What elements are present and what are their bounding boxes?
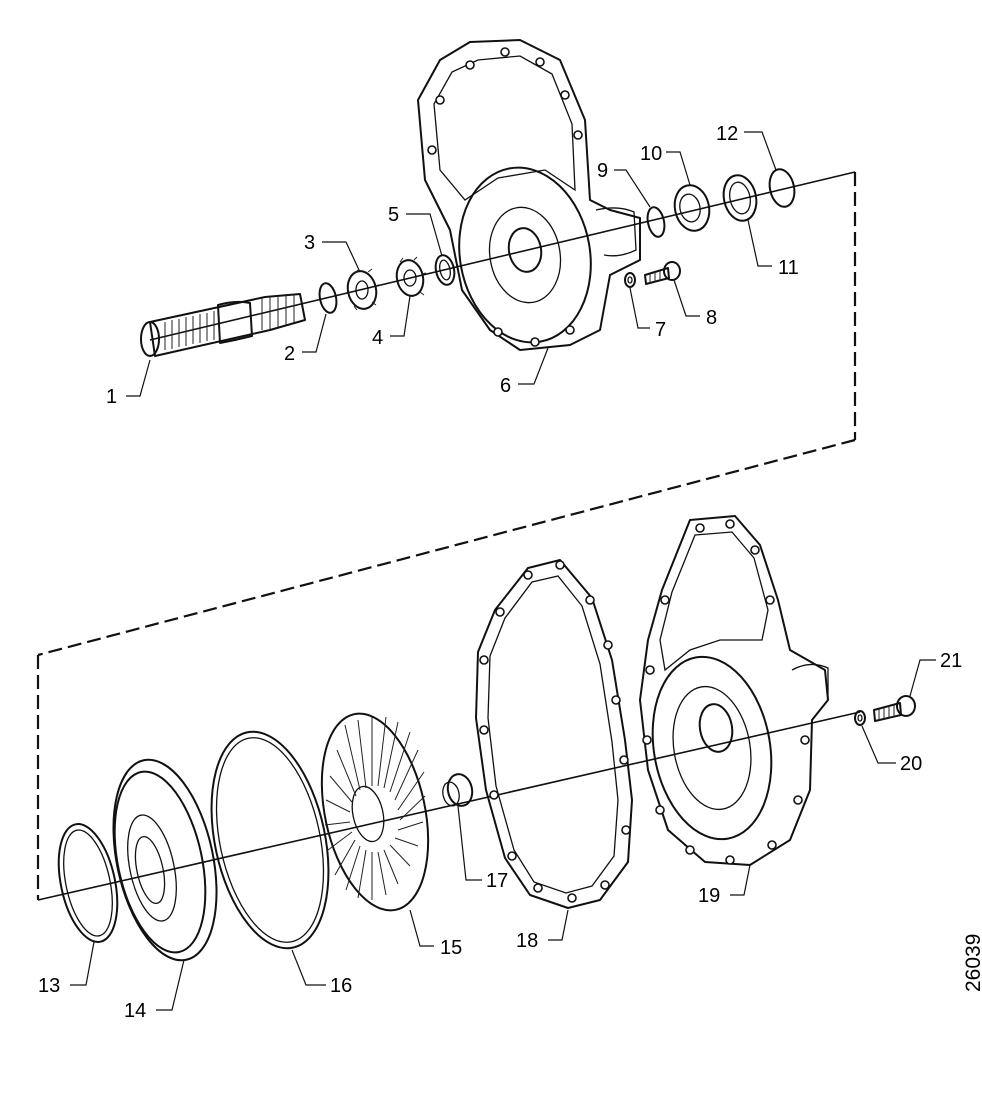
part-19-rear-cover (639, 515, 829, 866)
callout-12: 12 (716, 123, 738, 145)
part-8-bolt (644, 261, 681, 285)
callout-14: 14 (124, 1000, 146, 1022)
callout-17: 17 (486, 870, 508, 892)
part-14-clutch-plate (112, 758, 218, 962)
callout-21: 21 (940, 650, 962, 672)
part-18-gasket (475, 559, 633, 909)
callout-4: 4 (372, 327, 383, 349)
part-21-bolt (873, 695, 916, 722)
part-10-bearing (673, 184, 711, 232)
callout-1: 1 (106, 386, 117, 408)
callout-6: 6 (500, 375, 511, 397)
part-7-washer (624, 272, 636, 288)
assembly-axes (36, 171, 861, 901)
callout-8: 8 (706, 307, 717, 329)
part-6-housing (417, 39, 641, 351)
callout-7: 7 (655, 319, 666, 341)
part-11-bearing-race (722, 174, 758, 222)
part-1-input-shaft (140, 293, 306, 357)
callout-20: 20 (900, 753, 922, 775)
part-2-circlip (318, 282, 338, 314)
callout-18: 18 (516, 930, 538, 952)
callout-labels: 1 2 3 4 5 6 7 8 9 10 11 12 13 14 15 16 1… (38, 123, 962, 1022)
callout-16: 16 (330, 975, 352, 997)
part-15-friction-disc (320, 712, 430, 912)
callout-9: 9 (597, 160, 608, 182)
part-9-o-ring (646, 206, 666, 238)
callout-5: 5 (388, 204, 399, 226)
callout-19: 19 (698, 885, 720, 907)
callout-11: 11 (778, 257, 799, 279)
part-16-ring (210, 730, 330, 950)
part-12-circlip (768, 168, 796, 208)
part-4-gear (395, 256, 427, 297)
callout-10: 10 (640, 143, 662, 165)
callout-15: 15 (440, 937, 462, 959)
part-13-ring (57, 823, 119, 943)
leader-lines (70, 131, 936, 1011)
callout-3: 3 (304, 232, 315, 254)
reference-number: 26039 (962, 934, 982, 992)
callout-2: 2 (284, 343, 295, 365)
part-20-washer (854, 710, 866, 726)
part-3-gear (346, 268, 380, 311)
callout-13: 13 (38, 975, 60, 997)
part-17-bush (442, 773, 474, 807)
